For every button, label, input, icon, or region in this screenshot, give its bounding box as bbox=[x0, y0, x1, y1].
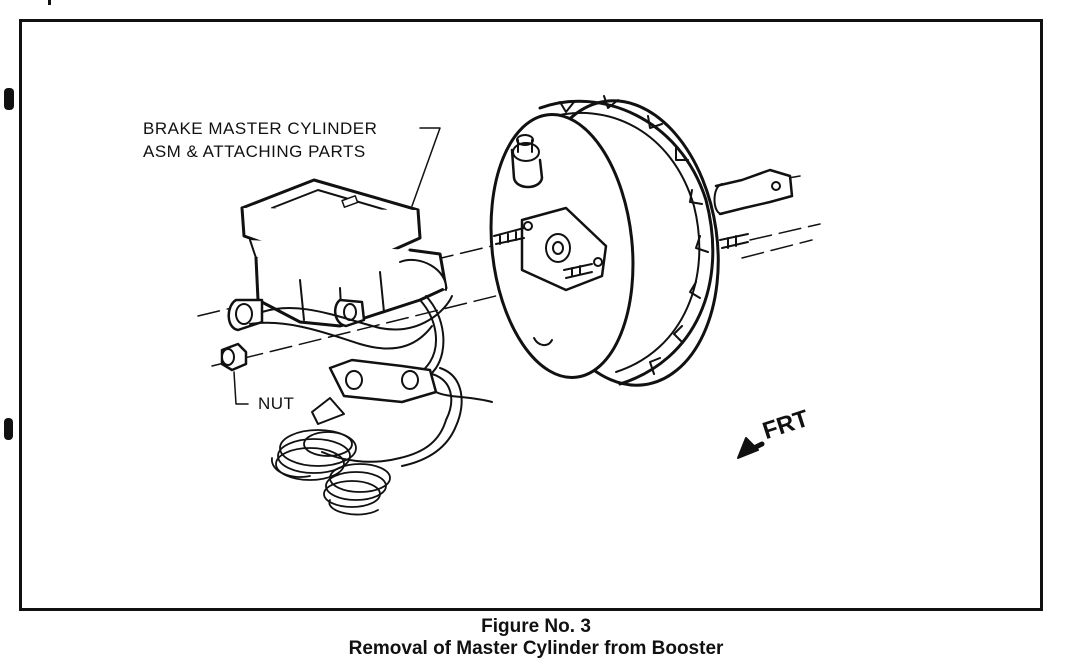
nut bbox=[220, 342, 248, 372]
figure-caption: Removal of Master Cylinder from Booster bbox=[348, 638, 724, 659]
master-cylinder bbox=[227, 178, 448, 332]
callout-master-cylinder-line1: BRAKE MASTER CYLINDER bbox=[143, 119, 378, 138]
front-direction-arrow bbox=[737, 437, 759, 459]
scan-speck bbox=[4, 88, 14, 110]
callout-nut: NUT bbox=[258, 394, 295, 413]
scan-speck bbox=[48, 0, 51, 5]
brake-lines bbox=[249, 295, 493, 467]
figure-number: Figure No. 3 bbox=[481, 616, 591, 637]
brake-booster bbox=[489, 95, 794, 387]
callout-leaders bbox=[233, 127, 441, 405]
callout-master-cylinder-line2: ASM & ATTACHING PARTS bbox=[143, 142, 366, 161]
coiled-brake-lines bbox=[271, 429, 391, 516]
figure-frame bbox=[19, 19, 1043, 611]
scan-speck bbox=[4, 418, 13, 440]
